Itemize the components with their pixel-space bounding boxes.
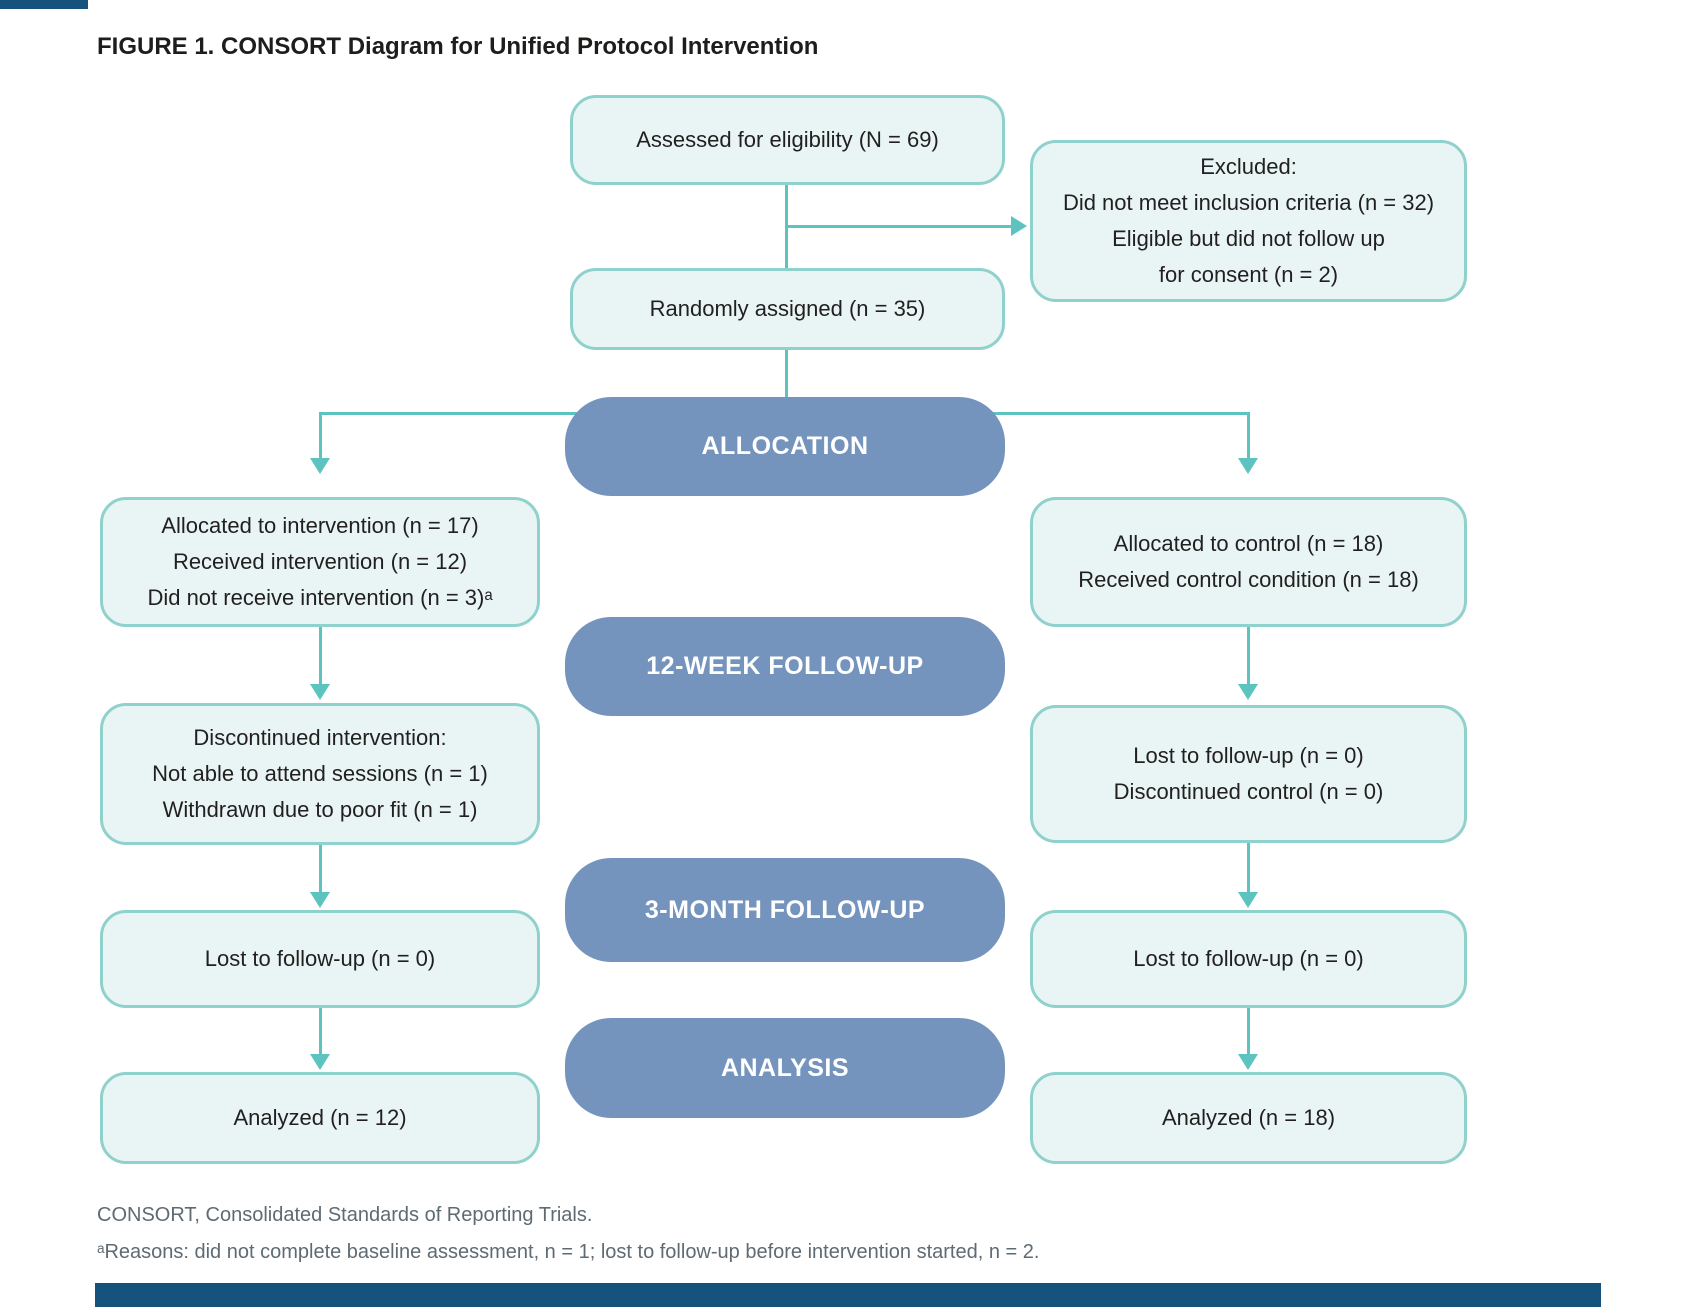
consort-abbreviation-note: CONSORT, Consolidated Standards of Repor…: [97, 1204, 593, 1226]
analyzed-intervention-box: Analyzed (n = 12): [100, 1072, 540, 1164]
banner-label: ANALYSIS: [720, 1053, 850, 1082]
analysis-banner: ANALYSIS: [565, 1018, 1005, 1118]
arrowhead-down-icon: [310, 1054, 330, 1070]
figure-label: FIGURE 1.: [97, 33, 215, 60]
three-month-followup-banner: 3-MONTH FOLLOW-UP: [565, 858, 1005, 962]
excluded-box: Excluded: Did not meet inclusion criteri…: [1030, 140, 1467, 302]
allocated-intervention-box: Allocated to intervention (n = 17) Recei…: [100, 497, 540, 627]
box-line: Allocated to intervention (n = 17): [161, 513, 479, 538]
box-line: Eligible but did not follow up: [1112, 226, 1385, 251]
randomly-assigned-box: Randomly assigned (n = 35): [570, 268, 1005, 350]
lost-followup-right-box: Lost to follow-up (n = 0): [1030, 910, 1467, 1008]
box-line: Did not receive intervention (n = 3)ᵃ: [147, 585, 493, 610]
connector-fu12-to-fu3-right: [1247, 843, 1250, 892]
arrowhead-down-icon: [1238, 1054, 1258, 1070]
banner-label: ALLOCATION: [701, 432, 869, 460]
box-line: Discontinued control (n = 0): [1113, 779, 1384, 804]
connector-branch-to-excluded: [785, 225, 1013, 228]
assessed-for-eligibility-box: Assessed for eligibility (N = 69): [570, 95, 1005, 185]
page-bottom-rule-bar: [95, 1283, 1601, 1307]
arrowhead-down-icon: [310, 892, 330, 908]
connector-alloc-to-fu12-right: [1247, 627, 1250, 684]
box-line: Randomly assigned (n = 35): [649, 296, 926, 321]
lost-followup-left-box: Lost to follow-up (n = 0): [100, 910, 540, 1008]
arrowhead-down-icon: [310, 684, 330, 700]
arrowhead-down-icon: [1238, 684, 1258, 700]
box-line: Analyzed (n = 18): [1161, 1105, 1336, 1130]
box-line: Received intervention (n = 12): [172, 549, 468, 574]
box-line: Assessed for eligibility (N = 69): [636, 127, 939, 152]
figure-title: CONSORT Diagram for Unified Protocol Int…: [221, 33, 819, 60]
lost-followup-control-box: Lost to follow-up (n = 0) Discontinued c…: [1030, 705, 1467, 843]
connector-randomized-to-junction: [785, 350, 788, 413]
allocation-banner: ALLOCATION: [565, 397, 1005, 496]
banner-label: 12-WEEK FOLLOW-UP: [646, 652, 924, 680]
banner-label: 3-MONTH FOLLOW-UP: [644, 895, 926, 924]
arrowhead-down-icon: [1238, 458, 1258, 474]
connector-alloc-to-fu12-left: [319, 627, 322, 684]
box-line: for consent (n = 2): [1158, 262, 1339, 287]
box-line: Analyzed (n = 12): [233, 1105, 407, 1130]
twelve-week-followup-banner: 12-WEEK FOLLOW-UP: [565, 617, 1005, 716]
box-line: Discontinued intervention:: [193, 725, 447, 750]
connector-fu3-to-analysis-right: [1247, 1008, 1250, 1054]
allocated-control-box: Allocated to control (n = 18) Received c…: [1030, 497, 1467, 627]
box-line: Did not meet inclusion criteria (n = 32): [1062, 190, 1435, 215]
box-line: Excluded:: [1200, 154, 1297, 179]
connector-fu12-to-fu3-left: [319, 845, 322, 892]
box-line: Withdrawn due to poor fit (n = 1): [162, 797, 478, 822]
connector-fu3-to-analysis-left: [319, 1008, 322, 1054]
discontinued-intervention-box: Discontinued intervention: Not able to a…: [100, 703, 540, 845]
analyzed-control-box: Analyzed (n = 18): [1030, 1072, 1467, 1164]
box-line: Lost to follow-up (n = 0): [204, 946, 436, 971]
box-line: Lost to follow-up (n = 0): [1133, 946, 1364, 971]
box-line: Received control condition (n = 18): [1078, 567, 1419, 592]
box-line: Allocated to control (n = 18): [1113, 531, 1384, 556]
connector-junction-to-alloc-left: [319, 412, 322, 458]
page-top-edge-bar: [0, 0, 88, 9]
arrowhead-down-icon: [1238, 892, 1258, 908]
box-line: Lost to follow-up (n = 0): [1133, 743, 1364, 768]
box-line: Not able to attend sessions (n = 1): [152, 761, 488, 786]
arrowhead-right-icon: [1011, 216, 1027, 236]
arrowhead-down-icon: [310, 458, 330, 474]
figure-caption: FIGURE 1. CONSORT Diagram for Unified Pr…: [97, 33, 818, 61]
reasons-footnote: ᵃReasons: did not complete baseline asse…: [97, 1241, 1040, 1263]
connector-junction-to-alloc-right: [1247, 412, 1250, 458]
